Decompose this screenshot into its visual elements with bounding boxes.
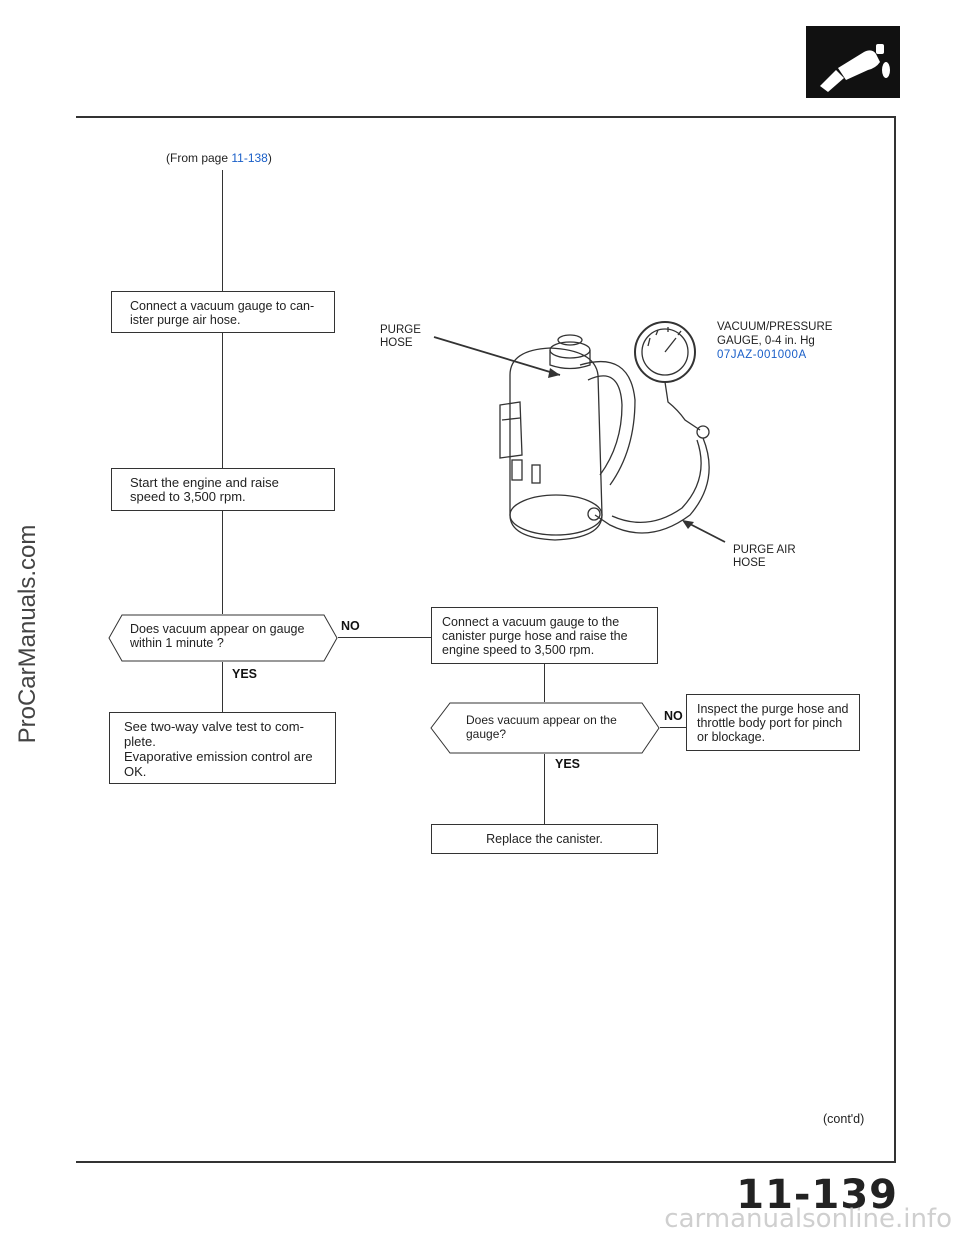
step-text: Connect a vacuum gauge to the canister p… (442, 615, 628, 657)
step-text: Replace the canister. (486, 832, 603, 846)
gauge-part-number: 07JAZ-001000A (717, 349, 807, 361)
side-watermark: ProCarManuals.com (14, 524, 41, 744)
decision-1-shape (108, 614, 338, 662)
decision-2-shape (430, 702, 660, 754)
gauge-label-line2: GAUGE, 0-4 in. Hg (717, 335, 815, 347)
connector (222, 333, 223, 468)
yes-label: YES (232, 667, 258, 681)
step-text: See two-way valve test to com-plete. (124, 719, 304, 749)
purge-hose-label: PURGE HOSE (380, 324, 421, 349)
step-connect-purge-hose: Connect a vacuum gauge to the canister p… (431, 607, 658, 664)
page-link[interactable]: 11-138 (231, 151, 268, 165)
from-page-suffix: ) (267, 151, 272, 165)
step-text: Evaporative emission control are OK. (124, 749, 313, 779)
page-number: 11-139 (736, 1172, 898, 1218)
step-evap-ok: See two-way valve test to com-plete. Eva… (109, 712, 336, 784)
gauge-label-line1: VACUUM/PRESSURE (717, 321, 833, 333)
connector (544, 664, 545, 702)
step-text: Connect a vacuum gauge to can-ister purg… (130, 299, 315, 327)
top-rule (76, 116, 896, 118)
step-replace-canister: Replace the canister. (431, 824, 658, 854)
fuel-nozzle-icon (806, 26, 900, 98)
connector (222, 170, 223, 291)
from-page-prefix: (From page (166, 151, 232, 165)
step-connect-gauge: Connect a vacuum gauge to can-ister purg… (111, 291, 335, 333)
canister-gauge-illustration (433, 321, 726, 543)
step-inspect: Inspect the purge hose and throttle body… (686, 694, 860, 751)
purge-air-hose-label: PURGE AIR HOSE (733, 544, 796, 569)
connector (544, 754, 545, 824)
yes-label: YES (555, 757, 581, 771)
no-label: NO (341, 619, 360, 633)
step-text: Inspect the purge hose and throttle body… (697, 702, 849, 744)
decision-1-text: Does vacuum appear on gauge within 1 min… (130, 622, 305, 650)
connector (222, 511, 223, 614)
from-page-note: (From page 11-138) (166, 152, 272, 165)
step-start-engine: Start the engine and raise speed to 3,50… (111, 468, 335, 511)
decision-2-text: Does vacuum appear on the gauge? (466, 713, 617, 741)
bottom-rule (76, 1161, 896, 1163)
continued-note: (cont'd) (823, 1112, 865, 1126)
right-rule (894, 116, 896, 1163)
bottom-watermark: carmanualsonline.info (664, 1204, 952, 1234)
connector (222, 662, 223, 712)
connector (660, 727, 686, 728)
connector (338, 637, 431, 638)
no-label: NO (664, 709, 683, 723)
step-text: Start the engine and raise speed to 3,50… (130, 475, 279, 504)
